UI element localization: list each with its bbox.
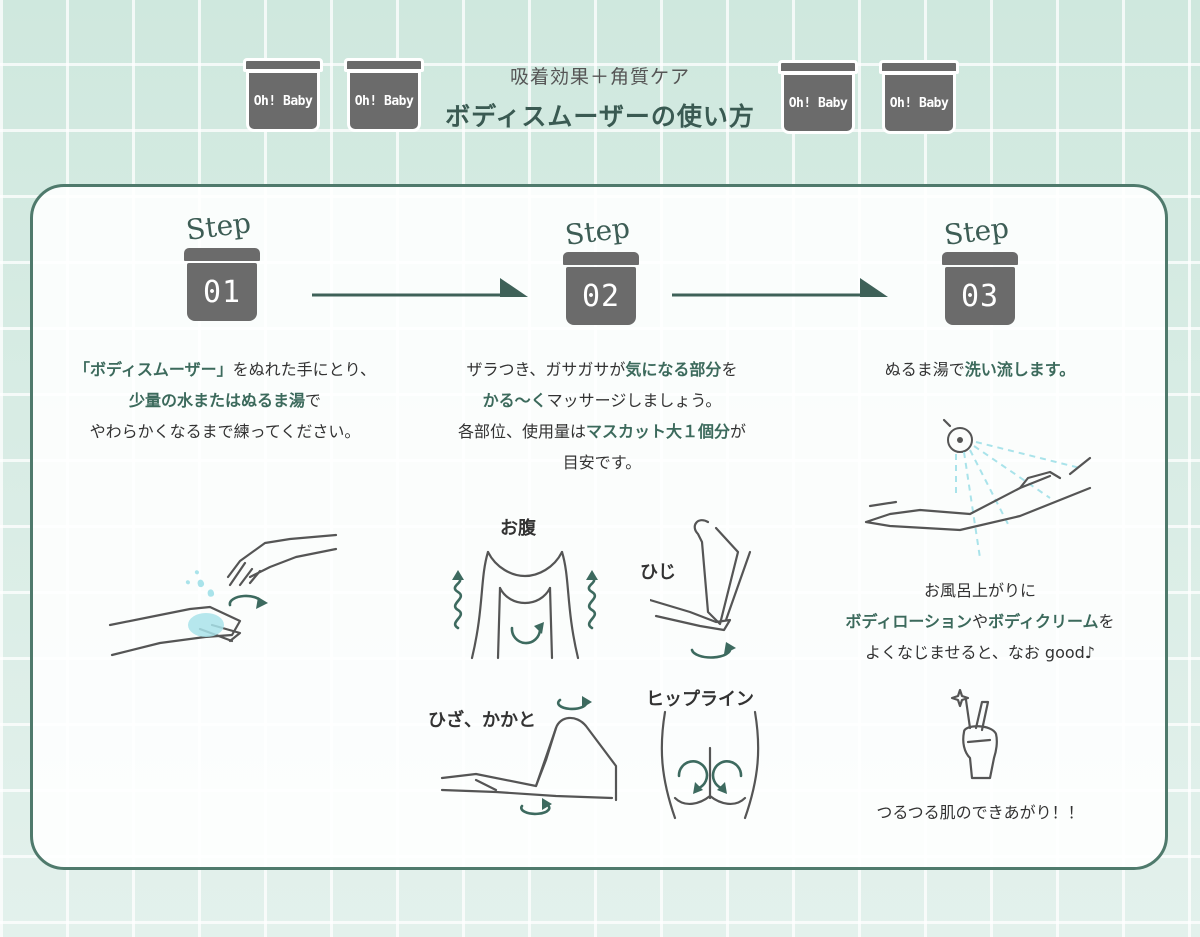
shower-rinse-illustration xyxy=(864,418,1092,559)
step-number: 02 xyxy=(581,278,621,314)
part-label-knee-heel: ひざ、かかと xyxy=(428,710,536,731)
header-jar-4: Oh! Baby xyxy=(879,60,959,136)
highlight-text: ボディローション xyxy=(845,612,973,631)
jar-label: Oh! Baby xyxy=(354,93,414,109)
elbow-illustration xyxy=(650,519,752,659)
highlight-text: 洗い流します。 xyxy=(964,360,1076,379)
arrow-step-1-2 xyxy=(312,278,528,297)
step-2-description: ザラつき、ガサガサが気になる部分をかる〜くマッサージしましょう。各部位、使用量は… xyxy=(412,354,792,478)
step-badge-1: 01 xyxy=(184,248,260,324)
plain-text: をぬれた手にとり、 xyxy=(232,360,376,379)
step-badge-3: 03 xyxy=(942,252,1018,328)
plain-text: や xyxy=(972,612,989,631)
header-jar-3: Oh! Baby xyxy=(778,60,858,136)
plain-text: で xyxy=(305,391,322,410)
part-label-hipline: ヒップライン xyxy=(646,689,754,710)
header-jar-2: Oh! Baby xyxy=(344,58,424,134)
plain-text: を xyxy=(1098,612,1115,631)
knee-heel-illustration xyxy=(440,696,618,816)
step-3-description: ぬるま湯で洗い流します。 xyxy=(800,354,1160,385)
plain-text: を xyxy=(721,360,738,379)
part-label-belly: お腹 xyxy=(500,518,536,539)
header-subtitle: 吸着効果＋角質ケア xyxy=(509,66,690,88)
plain-text: が xyxy=(730,422,747,441)
header-jar-1: Oh! Baby xyxy=(243,58,323,134)
description-line: やわらかくなるまで練ってください。 xyxy=(40,416,410,447)
description-line: ザラつき、ガサガサが気になる部分を xyxy=(412,354,792,385)
highlight-text: かる〜く xyxy=(482,391,547,410)
step-number: 03 xyxy=(960,278,1000,314)
after-bath-text: お風呂上がりにボディローションやボディクリームをよくなじませると、なお good… xyxy=(800,575,1160,668)
hands-kneading-illustration xyxy=(108,533,338,657)
belly-illustration xyxy=(452,550,598,660)
peace-sign-icon xyxy=(950,688,998,780)
page-title: ボディスムーザーの使い方 xyxy=(445,102,755,131)
description-line: 目安です。 xyxy=(412,447,792,478)
description-line: ぬるま湯で洗い流します。 xyxy=(800,354,1160,385)
step-number: 01 xyxy=(202,274,242,310)
plain-text: 目安です。 xyxy=(562,453,642,472)
highlight-text: マスカット大１個分 xyxy=(585,422,730,441)
arrow-step-2-3 xyxy=(672,278,888,297)
plain-text: よくなじませると、なお good♪ xyxy=(864,643,1096,662)
plain-text: ぬるま湯で xyxy=(884,360,965,379)
description-line: 少量の水またはぬるま湯で xyxy=(40,385,410,416)
description-line: ボディローションやボディクリームを xyxy=(800,606,1160,637)
description-line: よくなじませると、なお good♪ xyxy=(800,637,1160,668)
description-line: お風呂上がりに xyxy=(800,575,1160,606)
description-line: 「ボディスムーザー」をぬれた手にとり、 xyxy=(40,354,410,385)
jar-label: Oh! Baby xyxy=(253,93,313,109)
highlight-text: 「ボディスムーザー」 xyxy=(74,360,233,379)
hipline-illustration xyxy=(660,710,760,820)
plain-text: マッサージしましょう。 xyxy=(546,391,722,410)
plain-text: ザラつき、ガサガサが xyxy=(466,360,626,379)
step-badge-2: 02 xyxy=(563,252,639,328)
jar-label: Oh! Baby xyxy=(889,95,949,111)
highlight-text: ボディクリーム xyxy=(988,612,1099,631)
plain-text: 各部位、使用量は xyxy=(457,422,586,441)
highlight-text: 気になる部分 xyxy=(625,360,722,379)
step-1-description: 「ボディスムーザー」をぬれた手にとり、少量の水またはぬるま湯でやわらかくなるまで… xyxy=(40,354,410,447)
plain-text: やわらかくなるまで練ってください。 xyxy=(89,422,361,441)
plain-text: お風呂上がりに xyxy=(923,581,1036,600)
description-line: かる〜くマッサージしましょう。 xyxy=(412,385,792,416)
jar-label: Oh! Baby xyxy=(788,95,848,111)
highlight-text: 少量の水またはぬるま湯 xyxy=(128,391,305,410)
part-label-elbow: ひじ xyxy=(640,562,676,583)
header: 吸着効果＋角質ケア ボディスムーザーの使い方 xyxy=(430,62,770,133)
description-line: 各部位、使用量はマスカット大１個分が xyxy=(412,416,792,447)
finish-text: つるつる肌のできあがり！！ xyxy=(876,803,1084,822)
